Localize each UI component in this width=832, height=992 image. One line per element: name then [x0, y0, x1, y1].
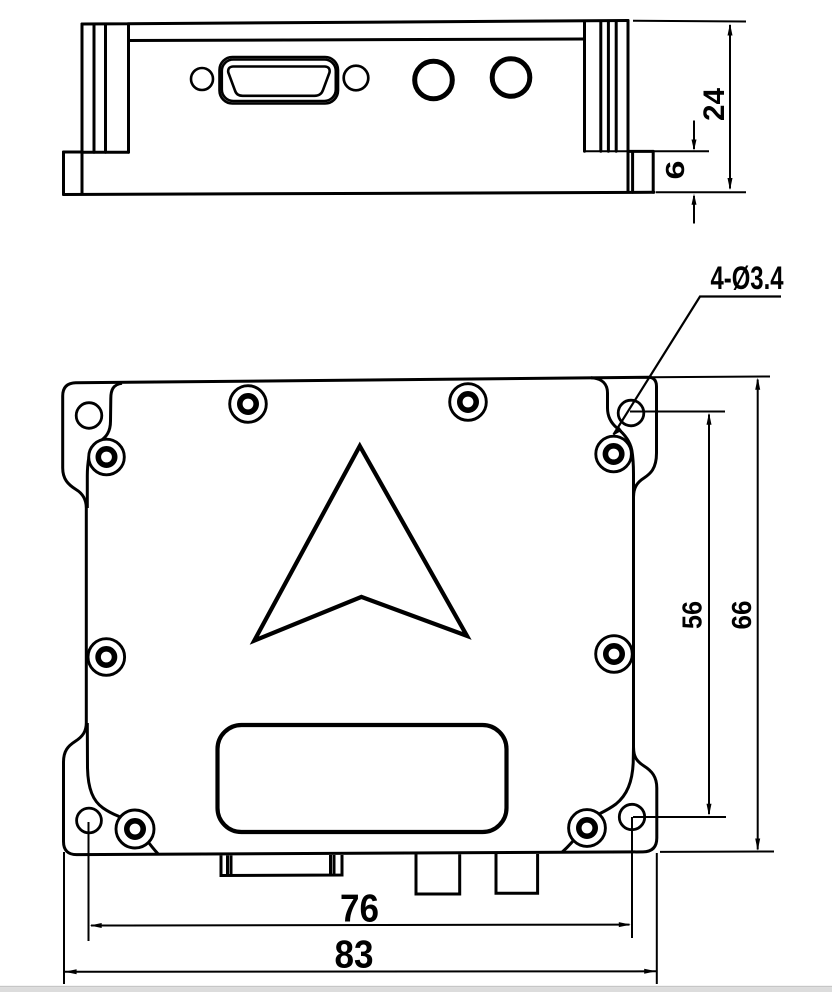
svg-text:4-Ø3.4: 4-Ø3.4 [711, 260, 784, 296]
svg-text:66: 66 [726, 601, 757, 630]
svg-text:83: 83 [335, 934, 374, 977]
svg-text:24: 24 [698, 87, 731, 121]
svg-text:6: 6 [660, 161, 690, 180]
svg-text:76: 76 [340, 888, 379, 931]
svg-text:56: 56 [677, 601, 708, 629]
